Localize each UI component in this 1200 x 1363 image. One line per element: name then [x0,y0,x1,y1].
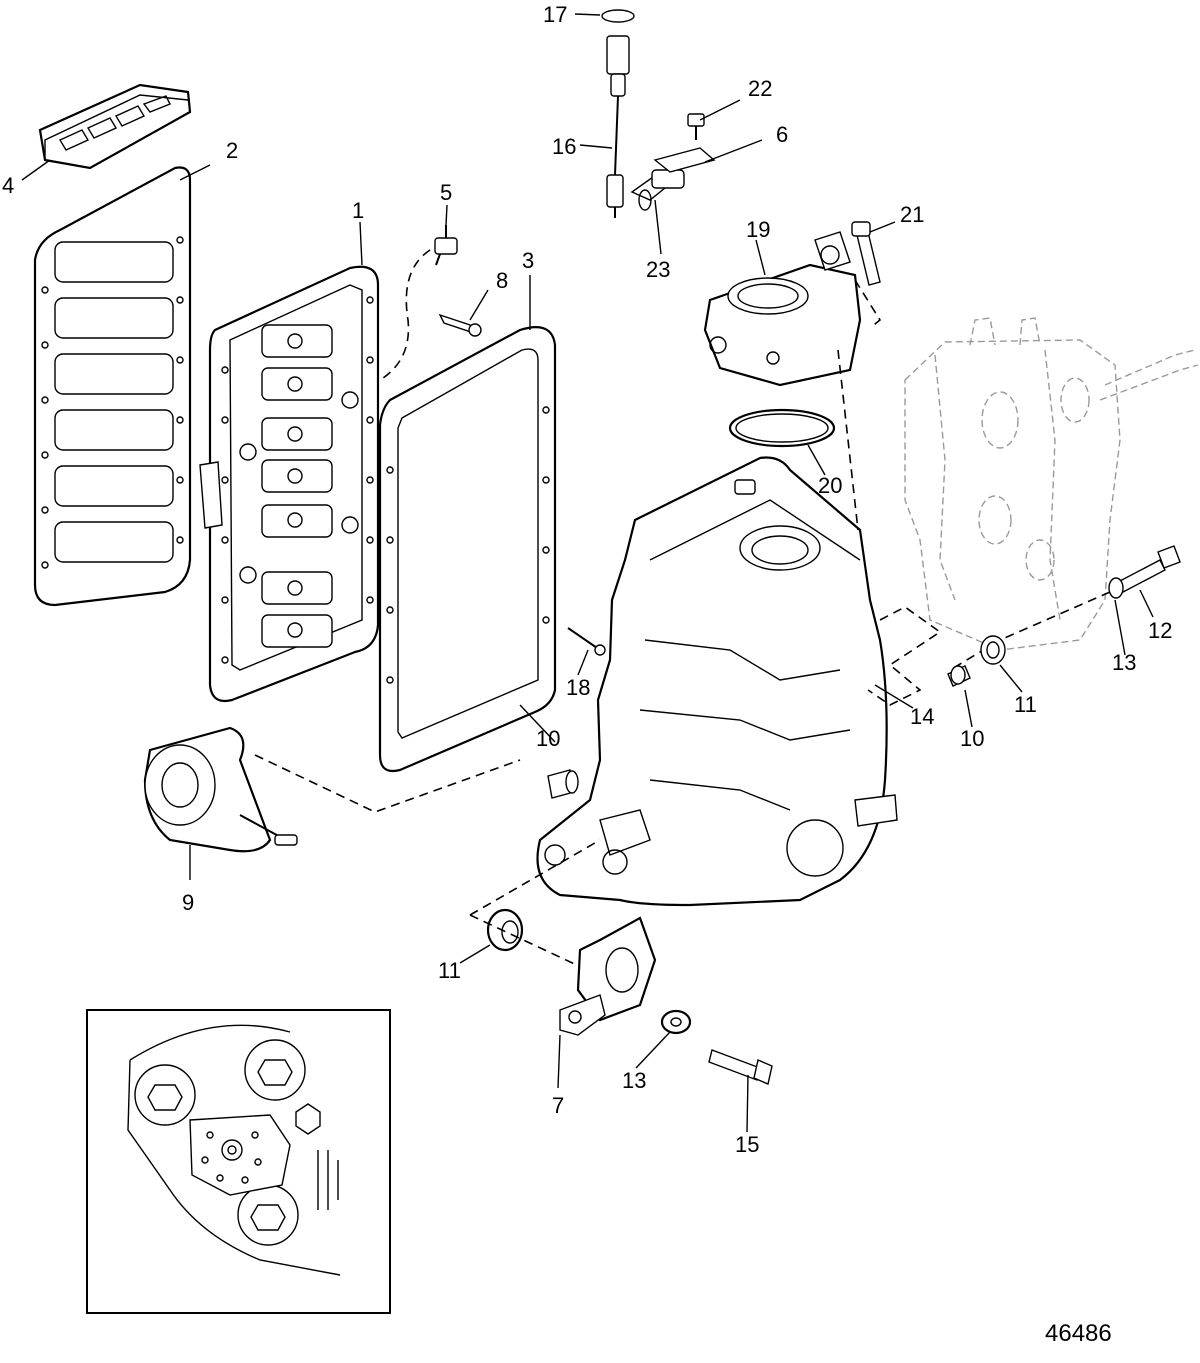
part-8-screw [438,313,482,337]
sensor-wire-dashed [379,249,431,381]
callout-16: 16 [552,134,576,159]
callout-22: 22 [748,76,772,101]
callout-11-b: 11 [438,958,461,983]
callout-9: 9 [182,890,194,915]
callout-14: 14 [910,704,934,729]
callout-labels: 1 2 3 4 5 6 7 8 9 10 10 11 11 11 12 13 1… [2,2,1172,1157]
part-19-throttle-body [703,231,862,387]
part-1-cover-plate [199,265,380,703]
callout-leaders [21,13,1154,1133]
callout-7: 7 [552,1093,564,1118]
part-14-manifold [536,456,898,907]
part-9-component [143,726,298,853]
part-3-gasket [378,326,557,773]
reference-number: 46486 [1045,1320,1112,1347]
engine-ghost-outline [904,317,1199,651]
callout-10-b: 10 [960,726,984,751]
part-6-bracket [653,147,716,173]
dashed-box-right [867,606,942,706]
part-2-gasket [33,166,192,607]
part-16-sensor-harness [606,35,630,218]
dashed-lower-alignment [469,839,601,976]
part-12-bolt [1117,545,1181,593]
part-15-bolt [708,1049,773,1085]
callout-5: 5 [440,180,452,205]
part-13-washer-right [1108,577,1124,599]
callout-6: 6 [776,122,788,147]
callout-12: 12 [1148,618,1172,643]
callout-18: 18 [566,675,590,700]
part-11-grommet-lower [486,908,524,952]
callout-15: 15 [735,1132,759,1157]
dashed-right-alignment [949,591,1111,671]
callout-17: 17 [543,2,567,27]
part-20-o-ring [728,408,836,448]
callout-1: 1 [352,198,364,223]
callout-20: 20 [818,473,842,498]
part-10-bushing-right [947,665,971,687]
callout-23: 23 [646,257,670,282]
part-7-bracket [559,916,657,1036]
part-18-screw [567,627,606,656]
part-11-grommet-right [980,635,1006,665]
part-17-o-ring [601,9,635,23]
part-21-bolt [851,221,881,286]
part-22-screw [687,113,705,140]
part-5-sensor [434,225,458,266]
callout-4: 4 [2,173,14,198]
callout-13-b: 13 [622,1068,646,1093]
detail-inset [86,1009,391,1314]
part-4-reed-block [38,83,192,170]
dashed-throttle-alignment [837,349,859,531]
callout-21: 21 [900,202,924,227]
part-13-washer-lower [660,1009,692,1035]
callout-8: 8 [496,268,508,293]
callout-13-a: 13 [1112,650,1136,675]
part-10-bushing-lower [547,769,579,799]
callout-11-a: 11 [1014,692,1037,717]
callout-10-a: 10 [536,726,560,751]
callout-19: 19 [746,217,770,242]
callout-2: 2 [226,138,238,163]
callout-3: 3 [522,248,534,273]
part-23-sensor [630,169,685,211]
